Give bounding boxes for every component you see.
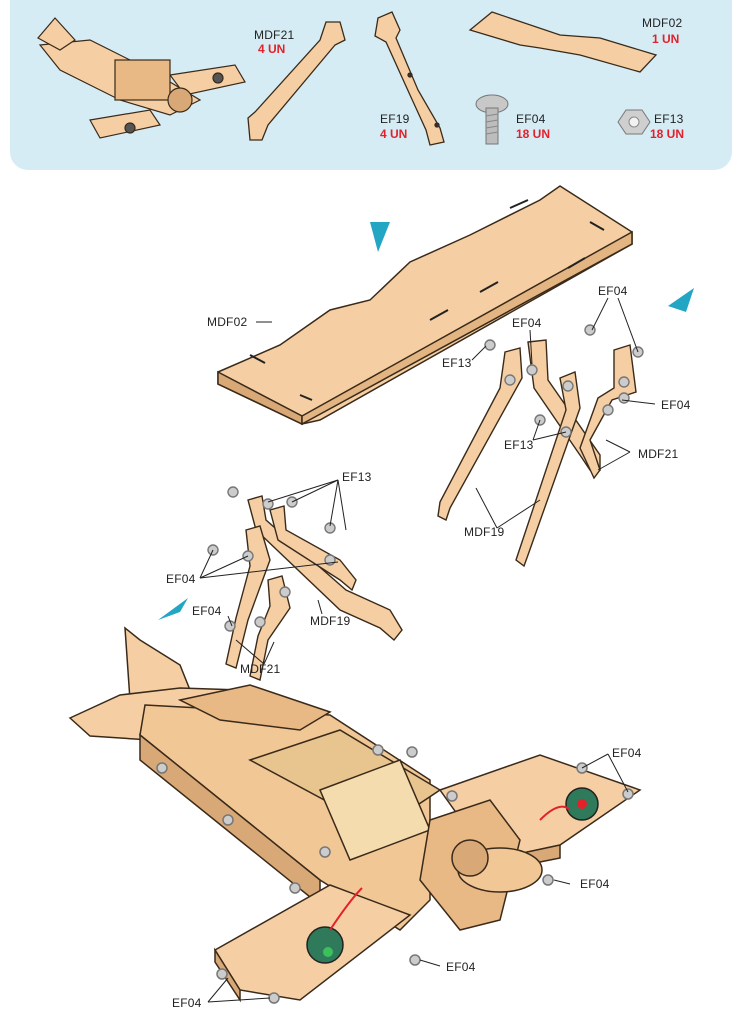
callout-ef04-right-side: EF04 [661, 398, 691, 412]
callout-mdf21-right: MDF21 [638, 447, 679, 461]
callout-ef13-right: EF13 [442, 356, 472, 370]
leader-lines [199, 297, 656, 1003]
direction-arrow-right [668, 288, 694, 312]
ef13-nut-icon [617, 109, 651, 135]
callout-ef04-left2: EF04 [192, 604, 222, 618]
ef19-part [374, 11, 445, 146]
part-qty-ef13: 18 UN [650, 127, 685, 141]
direction-arrow-left [158, 598, 188, 620]
mdf02-panel [217, 185, 633, 426]
part-code-ef19: EF19 [380, 112, 410, 126]
callout-ef13-left: EF13 [342, 470, 372, 484]
mdf21-part [247, 21, 346, 141]
part-code-mdf21: MDF21 [254, 28, 295, 42]
mdf02-part [468, 11, 658, 73]
callout-ef04-plane-left: EF04 [172, 996, 202, 1010]
part-qty-mdf21: 4 UN [258, 42, 286, 56]
callout-ef13-right-mid: EF13 [504, 438, 534, 452]
right-leg-assembly [437, 324, 644, 568]
plane-body [68, 626, 642, 1004]
callout-ef04-right-top: EF04 [512, 316, 542, 330]
left-leg-assembly [207, 486, 403, 681]
part-qty-ef04: 18 UN [516, 127, 551, 141]
callout-ef04-plane-mid: EF04 [580, 877, 610, 891]
ef04-bolt-icon [475, 94, 509, 145]
part-qty-mdf02: 1 UN [652, 32, 680, 46]
callout-ef04-left: EF04 [166, 572, 196, 586]
callout-mdf19-right: MDF19 [464, 525, 505, 539]
callout-mdf19-left: MDF19 [310, 614, 351, 628]
direction-arrow-top [370, 222, 390, 252]
part-code-ef13: EF13 [654, 112, 684, 126]
part-code-ef04: EF04 [516, 112, 546, 126]
callout-ef04-plane-bottom: EF04 [446, 960, 476, 974]
callout-ef04-plane-right: EF04 [612, 746, 642, 760]
callout-mdf02: MDF02 [207, 315, 248, 329]
assembled-plane-thumbnail [37, 17, 246, 139]
part-code-mdf02: MDF02 [642, 16, 683, 30]
part-qty-ef19: 4 UN [380, 127, 408, 141]
callout-mdf21-left: MDF21 [240, 662, 281, 676]
callout-ef04-right-top2: EF04 [598, 284, 628, 298]
